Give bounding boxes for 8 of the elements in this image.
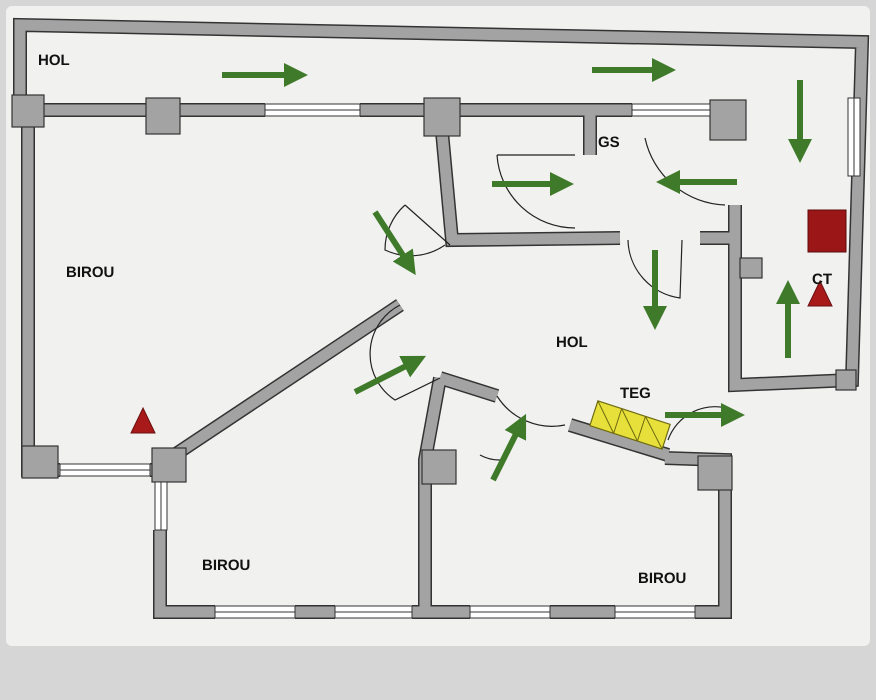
room-label: BIROU (638, 570, 686, 587)
room-label: CT (812, 271, 832, 288)
room-label: TEG (620, 385, 651, 402)
room-label: BIROU (66, 264, 114, 281)
room-label: HOL (556, 334, 588, 351)
room-label: HOL (38, 52, 70, 69)
room-label: GS (598, 134, 620, 151)
room-label: BIROU (202, 557, 250, 574)
